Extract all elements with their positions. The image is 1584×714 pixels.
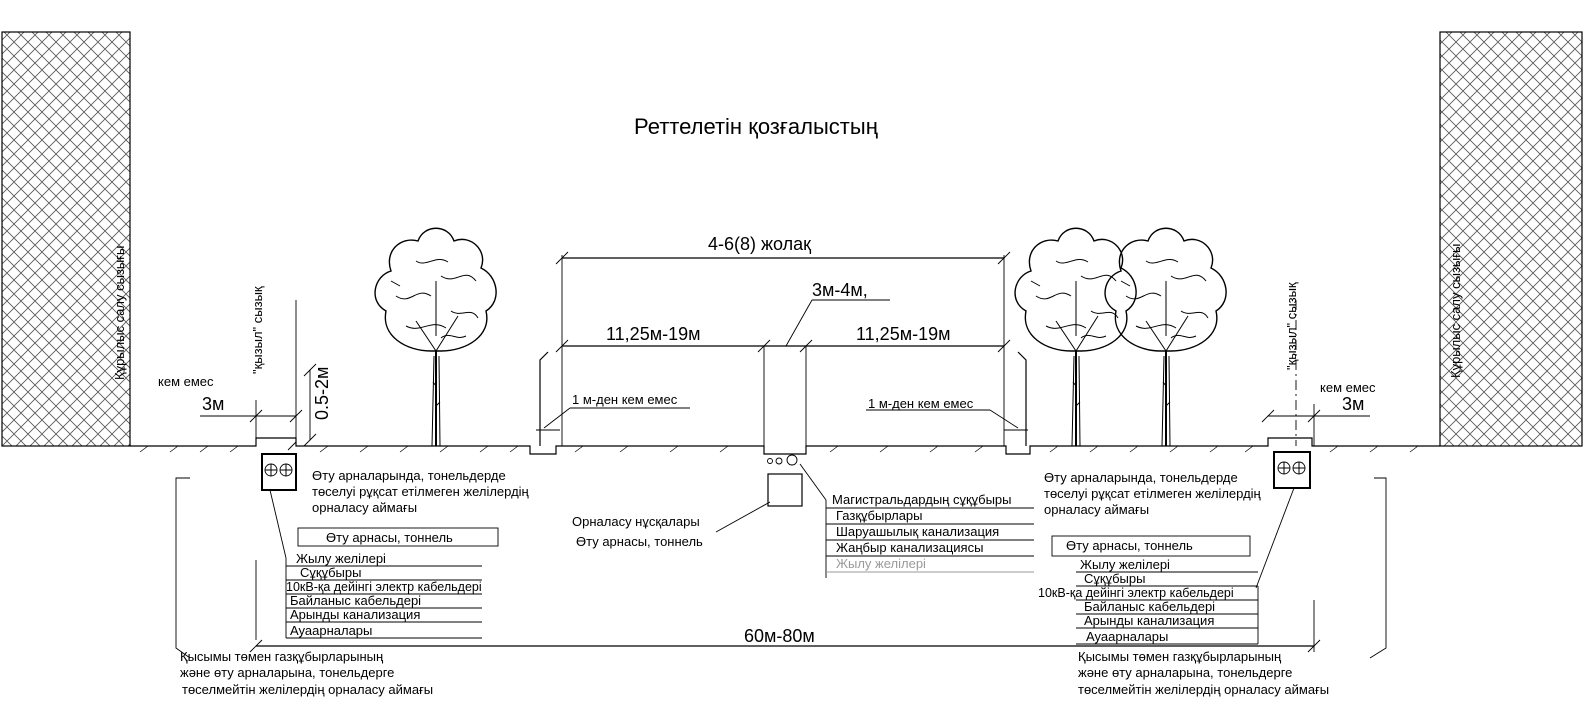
left-dim-3m: 3м <box>202 394 224 414</box>
total-width-label: 60м-80м <box>744 626 815 646</box>
carriage-left-label: 11,25м-19м <box>606 324 700 344</box>
left-conduit <box>261 453 297 491</box>
carriage-right-label: 11,25м-19м <box>856 324 950 344</box>
center-network-3: Шаруашылық канализация <box>836 524 999 539</box>
right-tunnel-box-label: Өту арнасы, тоннель <box>1066 538 1193 553</box>
median-label: 3м-4м, <box>812 280 868 300</box>
center-network-2: Газқұбырлары <box>836 508 923 523</box>
center-tunnel <box>767 473 803 507</box>
left-gas-note-1: Қысымы төмен газқұбырларының <box>180 649 384 664</box>
min-1m-left: 1 м-ден кем емес <box>572 392 678 407</box>
right-conduit <box>1273 451 1311 489</box>
left-tunnel-box <box>297 527 499 547</box>
left-network-rules <box>285 558 482 639</box>
left-gas-bracket <box>175 477 191 659</box>
left-not-less: кем емес <box>158 374 214 389</box>
right-lamp <box>1017 351 1027 446</box>
center-network-4: Жаңбыр канализациясы <box>836 540 983 555</box>
placement-label: Орналасу нұсқалары <box>572 514 700 529</box>
left-dim-05-2m: 0.5-2м <box>312 367 332 420</box>
diagram-title: Реттелетін қозғалыстың <box>634 114 878 139</box>
left-network-5: Арынды канализация <box>290 607 420 622</box>
ground-line <box>130 437 1440 455</box>
center-network-1: Магистральдардың сұқұбыры <box>832 492 1012 507</box>
right-tunnel-box <box>1051 535 1251 557</box>
left-network-3: 10кВ-қа дейінгі электр кабельдері <box>286 580 482 594</box>
left-network-4: Байланыс кабельдері <box>290 593 421 608</box>
left-zone-note-3: орналасу аймағы <box>312 500 417 515</box>
center-network-rules <box>826 507 1034 573</box>
right-gas-note-3: төселмейтін желілердің орналасу аймағы <box>1078 682 1329 697</box>
right-network-rules <box>1076 571 1259 645</box>
right-not-less: кем емес <box>1320 380 1376 395</box>
right-gas-note-1: Қысымы төмен газқұбырларының <box>1078 649 1282 664</box>
right-network-5: Арынды канализация <box>1084 613 1214 628</box>
left-building-line-label: Құрылыс салу сызығы <box>112 246 127 380</box>
left-network-6: Ауаарналары <box>290 623 372 638</box>
min-1m-right: 1 м-ден кем емес <box>868 396 974 411</box>
center-network-5: Жылу желілері <box>836 556 926 571</box>
right-zone-note-2: төселуі рұқсат етілмеген желілердің <box>1044 486 1262 501</box>
lanes-label: 4-6(8) жолақ <box>708 234 811 254</box>
left-network-2: Сұқұбыры <box>300 565 361 580</box>
right-network-1: Жылу желілері <box>1080 557 1170 572</box>
right-building <box>1439 31 1583 447</box>
right-gas-note-2: және өту арналарына, тонельдерге <box>1078 665 1292 680</box>
right-network-4: Байланыс кабельдері <box>1084 599 1215 614</box>
right-red-line-label: "қызыл" сызық <box>1284 282 1299 370</box>
center-tunnel-label: Өту арнасы, тоннель <box>576 534 703 549</box>
left-network-1: Жылу желілері <box>296 551 386 566</box>
right-network-3: 10кВ-қа дейінгі электр кабельдері <box>1038 586 1234 600</box>
right-dim-3m: 3м <box>1342 394 1364 414</box>
left-zone-note-2: төселуі рұқсат етілмеген желілердің <box>312 484 530 499</box>
right-network-6: Ауаарналары <box>1086 629 1168 644</box>
right-zone-note-1: Өту арналарында, тонельдерде <box>1044 470 1238 485</box>
left-building <box>1 31 131 447</box>
ground-hatching <box>139 445 1419 453</box>
right-building-line-label: Құрылыс салу сызығы <box>1448 244 1463 378</box>
left-gas-note-3: төселмейтін желілердің орналасу аймағы <box>182 682 433 697</box>
tree-right-1 <box>1014 227 1138 447</box>
left-zone-note-1: Өту арналарында, тонельдерде <box>312 468 506 483</box>
left-tunnel-box-label: Өту арнасы, тоннель <box>326 530 453 545</box>
right-network-2: Сұқұбыры <box>1084 571 1145 586</box>
tree-left <box>374 227 498 447</box>
left-red-line-label: "қызыл" сызық <box>250 286 265 374</box>
right-gas-bracket <box>1369 477 1387 659</box>
left-gas-note-2: және өту арналарына, тонельдерге <box>180 665 394 680</box>
right-zone-note-3: орналасу аймағы <box>1044 502 1149 517</box>
left-lamp <box>539 351 549 446</box>
